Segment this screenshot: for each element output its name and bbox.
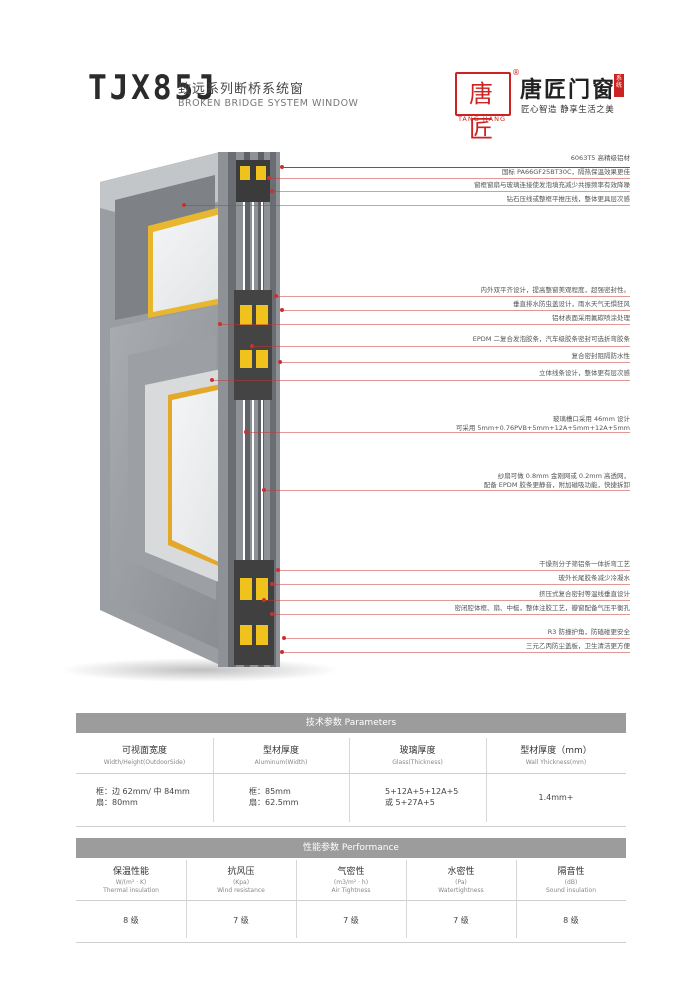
floor-shadow: [60, 658, 340, 682]
perf-1-unit: W/(m² · K): [115, 879, 147, 886]
perf-2-value: 7 级: [233, 916, 249, 925]
divider: [76, 942, 626, 943]
leader-line: [252, 346, 630, 347]
perf-3-value: 7 级: [343, 916, 359, 925]
perf-1-label: 保温性能: [112, 867, 149, 877]
divider: [76, 900, 626, 901]
callout-18: 三元乙丙防尘盖板，卫生清洁更方便: [526, 642, 630, 650]
callout-1: 6063T5 高精级铝材: [570, 154, 630, 162]
brand-name: 唐匠门窗: [520, 78, 617, 103]
leader-line: [284, 638, 630, 639]
perf-4-unit: (Pa): [455, 879, 467, 886]
transom-glass: [153, 210, 236, 312]
callout-15: 挤压式复合密封等温线垂直设计: [539, 590, 630, 598]
perf-3-unit: (m3/m² · h): [333, 879, 369, 886]
callout-10: 立体线条设计，整体更有层次感: [539, 369, 630, 377]
leader-line: [280, 362, 630, 363]
perf-1-value: 8 级: [123, 916, 139, 925]
model-number: TJX85J: [88, 68, 218, 108]
leader-line: [220, 324, 630, 325]
callout-16: 密闭腔体框、扇、中梃，整体注胶工艺，瓣窗配备气压平衡孔: [454, 604, 631, 612]
brand-tag: 系统: [614, 74, 624, 97]
divider: [486, 738, 487, 822]
divider: [186, 860, 187, 938]
callout-13: 干燥剂分子筛铝条一体折弯工艺: [539, 560, 630, 568]
perf-4-label-en: Watertightness: [438, 887, 484, 894]
brand-logo-frame: [455, 72, 511, 116]
perf-5-value: 8 级: [563, 916, 579, 925]
leader-line: [282, 310, 630, 311]
perf-4-value: 7 级: [453, 916, 469, 925]
param-1-label: 可视面宽度: [121, 746, 167, 756]
callout-12: 纱扇可做 0.8mm 金刚网或 0.2mm 高透网， 配备 EPDM 胶条更静音…: [483, 472, 630, 489]
divider: [406, 860, 407, 938]
callout-2: 国标 PA66GF25BT30C，隔热保温效果更佳: [501, 168, 630, 176]
parameters-heading: 技术参数 Parameters: [76, 713, 626, 733]
divider: [76, 773, 626, 774]
leader-line: [246, 432, 630, 433]
section-bottom-block: [234, 560, 274, 665]
brand-logo-sub: TANG JIANG: [457, 115, 507, 123]
callout-7: 铝材表面采用氟碳喷涂处理: [552, 314, 630, 322]
callout-6: 垂直排水防虫盖设计，雨水天气无惧狂风: [513, 300, 630, 308]
product-subtitle: BROKEN BRIDGE SYSTEM WINDOW: [178, 98, 359, 109]
performance-heading: 性能参数 Performance: [76, 838, 626, 858]
param-3-label-en: Glass(Thickness): [392, 759, 443, 766]
leader-line: [264, 490, 630, 491]
leader-line: [272, 584, 630, 585]
callout-11: 玻璃槽口采用 46mm 设计 可采用 5mm+0.76PVB+5mm+12A+5…: [455, 415, 630, 432]
param-2-value: 框：85mm 扇：62.5mm: [249, 787, 299, 807]
leader-line: [212, 380, 630, 381]
param-2-label: 型材厚度: [262, 746, 299, 756]
leader-line: [278, 570, 630, 571]
leader-line: [282, 167, 630, 168]
perf-1-label-en: Thermal insulation: [103, 887, 159, 894]
leader-line: [276, 296, 630, 297]
callout-3: 窗框窗扇与玻璃连接使发泡填充减少共振频率有效降噪: [474, 181, 630, 189]
leader-line: [184, 205, 630, 206]
perf-2-unit: (Kpa): [232, 879, 250, 886]
param-4-value: 1.4mm+: [538, 793, 574, 802]
leader-line: [282, 652, 630, 653]
divider: [349, 738, 350, 822]
perf-2-label: 抗风压: [227, 867, 255, 877]
product-title: 致远系列断桥系统窗: [178, 82, 305, 97]
callout-14: 玻外长尾胶条减少冷凝水: [558, 574, 631, 582]
callout-8: EPDM 二复合发泡胶条，汽车级胶条密封可选折弯胶条: [472, 335, 630, 343]
perf-3-label: 气密性: [337, 867, 365, 877]
divider: [516, 860, 517, 938]
divider: [213, 738, 214, 822]
callout-17: R3 防撞护角，防磕碰更安全: [547, 628, 630, 636]
param-4-label: 型材厚度（mm）: [520, 746, 592, 756]
param-3-value: 5+12A+5+12A+5 或 5+27A+5: [385, 787, 459, 807]
callout-9: 复合密封阻隔防水性: [571, 352, 631, 360]
leader-line: [264, 600, 630, 601]
brand-logo-mark: 唐匠: [469, 80, 493, 143]
perf-4-label: 水密性: [447, 867, 475, 877]
param-1-value: 框：边 62mm/ 中 84mm 扇：80mm: [96, 787, 190, 807]
callout-5: 内外双平齐设计，提高整窗美观程度，超强密封性。: [480, 286, 631, 294]
perf-3-label-en: Air Tightness: [331, 887, 371, 894]
brand-slogan: 匠心智造 静享生活之美: [521, 105, 615, 115]
divider: [296, 860, 297, 938]
perf-2-label-en: Wind resistance: [217, 887, 265, 894]
perf-5-label-en: Sound insulation: [545, 887, 597, 894]
leader-line: [272, 614, 630, 615]
param-4-label-en: Wall Yhickness(mm): [525, 759, 587, 766]
perf-5-unit: (dB): [564, 879, 578, 886]
callout-4: 钻石压线或整框平推压线，整体更具层次感: [506, 195, 631, 203]
param-3-label: 玻璃厚度: [399, 746, 436, 756]
param-1-label-en: Width/Height(OutdoorSide): [103, 759, 186, 766]
leader-line: [272, 191, 630, 192]
registered-mark: ®: [512, 68, 520, 77]
divider: [76, 826, 626, 827]
window-illustration: [60, 152, 340, 682]
perf-5-label: 隔音性: [557, 867, 585, 877]
leader-line: [269, 178, 630, 179]
param-2-label-en: Aluminum(Width): [254, 759, 308, 766]
